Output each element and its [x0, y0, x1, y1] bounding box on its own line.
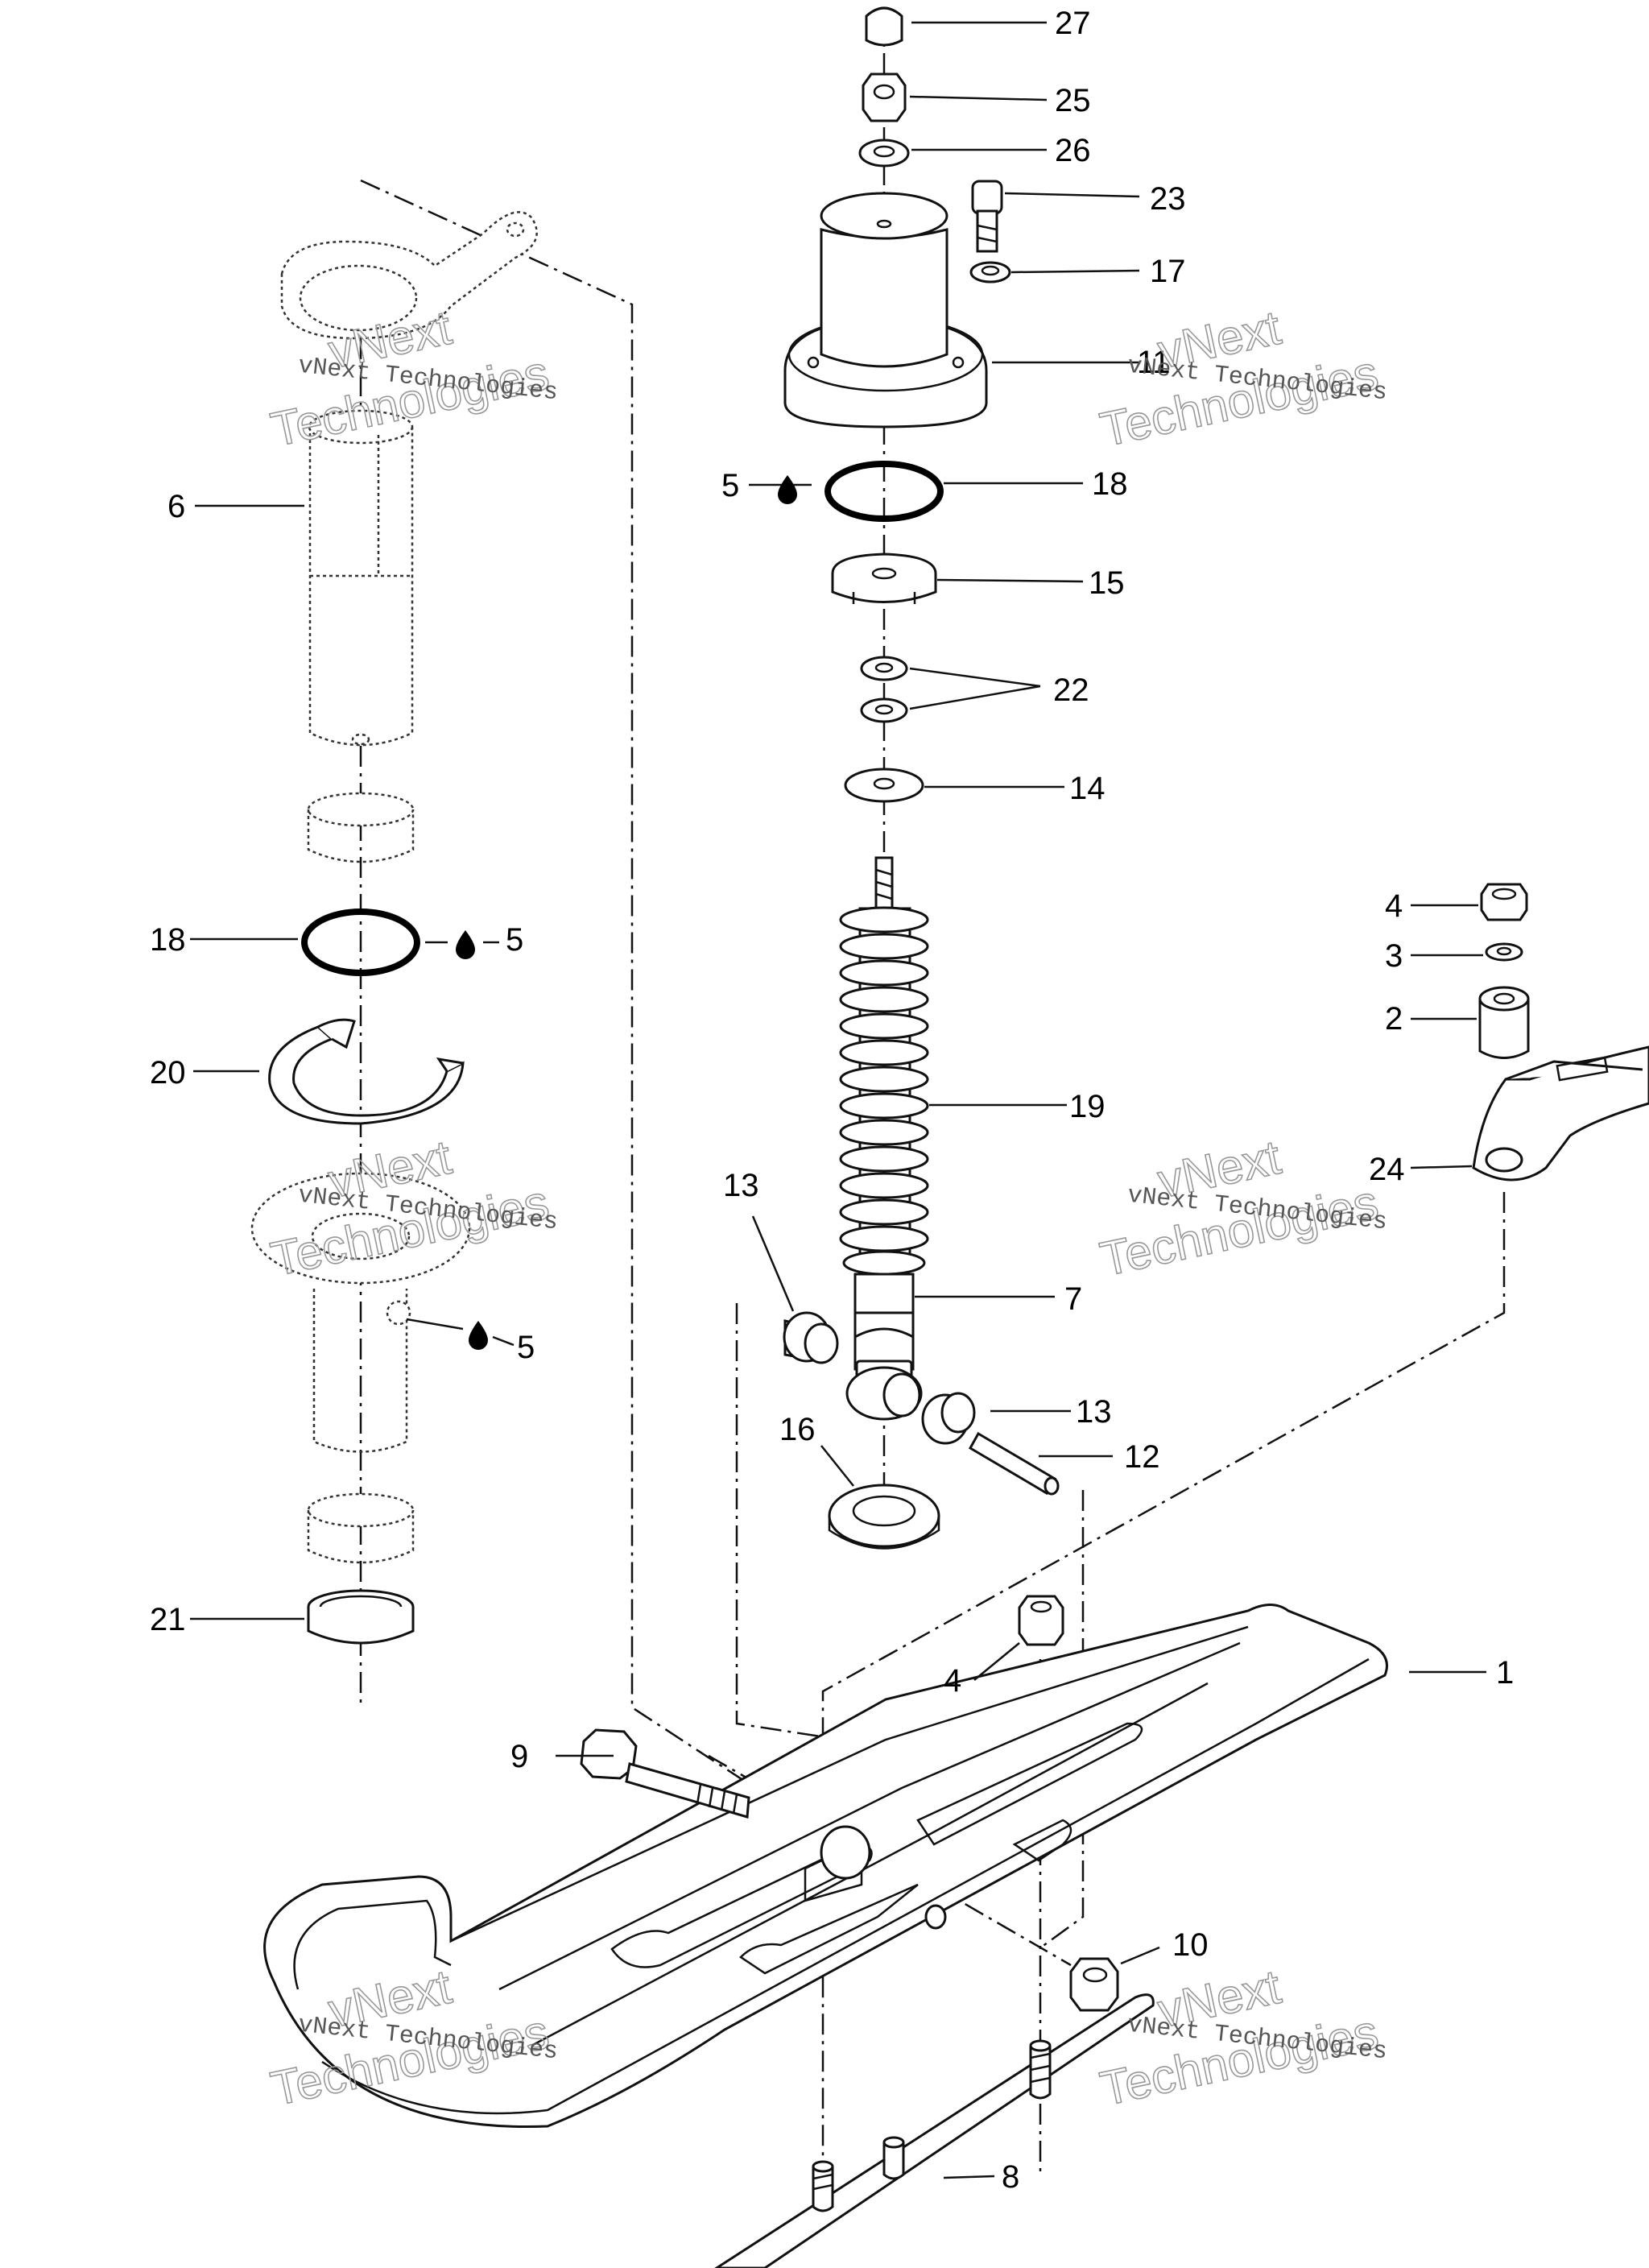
callout-21: 21: [150, 1602, 186, 1637]
part-15-cup: [831, 553, 937, 604]
callout-27: 27: [1055, 6, 1091, 41]
callout-4-upper: 4: [1385, 888, 1403, 924]
part-10-nut: [1069, 1957, 1119, 2012]
callout-20: 20: [150, 1055, 186, 1091]
callout-11: 11: [1137, 345, 1171, 380]
grease-drop-icon: [469, 1321, 488, 1350]
part-21-bushing: [307, 1589, 415, 1645]
part-3-washer: [1485, 942, 1523, 962]
callout-17: 17: [1150, 254, 1186, 289]
part-18-oring-right: [824, 461, 944, 522]
callout-6: 6: [167, 489, 185, 524]
part-2-spacer: [1478, 986, 1530, 1059]
callout-13-left: 13: [723, 1168, 759, 1203]
part-17-lock-washer: [969, 261, 1011, 284]
part-flange-housing: [250, 1172, 471, 1453]
part-9-bolt: [580, 1728, 750, 1819]
callout-14: 14: [1069, 771, 1106, 806]
part-18-oring-left: [301, 908, 420, 976]
callout-22: 22: [1053, 673, 1089, 708]
callout-5-right-top: 5: [721, 468, 739, 503]
callout-4-lower: 4: [944, 1663, 961, 1699]
part-16-washer: [828, 1484, 940, 1550]
callout-7: 7: [1064, 1281, 1082, 1317]
callout-25: 25: [1055, 83, 1091, 118]
callout-13-right: 13: [1076, 1394, 1112, 1430]
part-6-column-tube: [308, 409, 414, 747]
part-bushing-upper: [307, 792, 415, 863]
part-steering-arm: [280, 211, 538, 340]
callout-8: 8: [1002, 2159, 1019, 2195]
spring-coils: [839, 906, 929, 1276]
grease-drop-icon: [456, 930, 475, 959]
watermark-bottom-right: vNext Technologies vNext Technologies: [1095, 1959, 1388, 2117]
callout-23: 23: [1150, 181, 1186, 217]
part-22-washers: [860, 656, 908, 723]
callout-15: 15: [1089, 565, 1125, 601]
part-27-cap: [865, 6, 903, 47]
watermark-mid-right: vNext Technologies vNext Technologies: [1095, 1129, 1388, 1287]
part-19-spring-and-7-shock: [839, 856, 929, 1421]
part-24-spindle-bracket: [1472, 1045, 1649, 1182]
callout-19: 19: [1069, 1089, 1106, 1124]
part-13-bushing-right: [921, 1392, 976, 1445]
callout-26: 26: [1055, 133, 1091, 168]
callout-16: 16: [779, 1412, 816, 1447]
callout-labels: 27 25 26 23 17 11 18 5 15 22 14 19 13 7 …: [150, 6, 1514, 2195]
callout-5-left: 5: [506, 922, 523, 958]
callout-5-lower: 5: [517, 1330, 535, 1365]
callout-9: 9: [510, 1739, 528, 1774]
part-12-pin: [968, 1431, 1060, 1496]
part-13-bushing-left: [783, 1311, 839, 1364]
part-14-washer: [844, 768, 924, 803]
part-4-nut-lower: [1018, 1595, 1064, 1646]
callout-10: 10: [1172, 1927, 1209, 1963]
callout-24: 24: [1369, 1152, 1405, 1187]
callout-2: 2: [1385, 1001, 1403, 1037]
part-25-nut: [862, 72, 907, 122]
part-11-housing: [783, 192, 988, 428]
part-20-circlip: [268, 1018, 465, 1125]
callout-1: 1: [1496, 1655, 1514, 1691]
grease-drop-icon: [778, 475, 797, 504]
leader-lines: [190, 21, 1486, 2179]
callout-18-right: 18: [1092, 466, 1128, 502]
part-8-runner: [714, 1993, 1155, 2268]
part-1-ski: [263, 1604, 1388, 2128]
callout-3: 3: [1385, 938, 1403, 974]
watermark-top-right: vNext Technologies vNext Technologies: [1095, 300, 1388, 457]
part-4-nut-upper: [1480, 883, 1528, 921]
part-23-screw: [971, 180, 1003, 253]
callout-18-left: 18: [150, 922, 186, 958]
part-bushing-lower: [307, 1492, 415, 1564]
callout-12: 12: [1124, 1439, 1160, 1475]
part-26-washer: [858, 139, 910, 168]
